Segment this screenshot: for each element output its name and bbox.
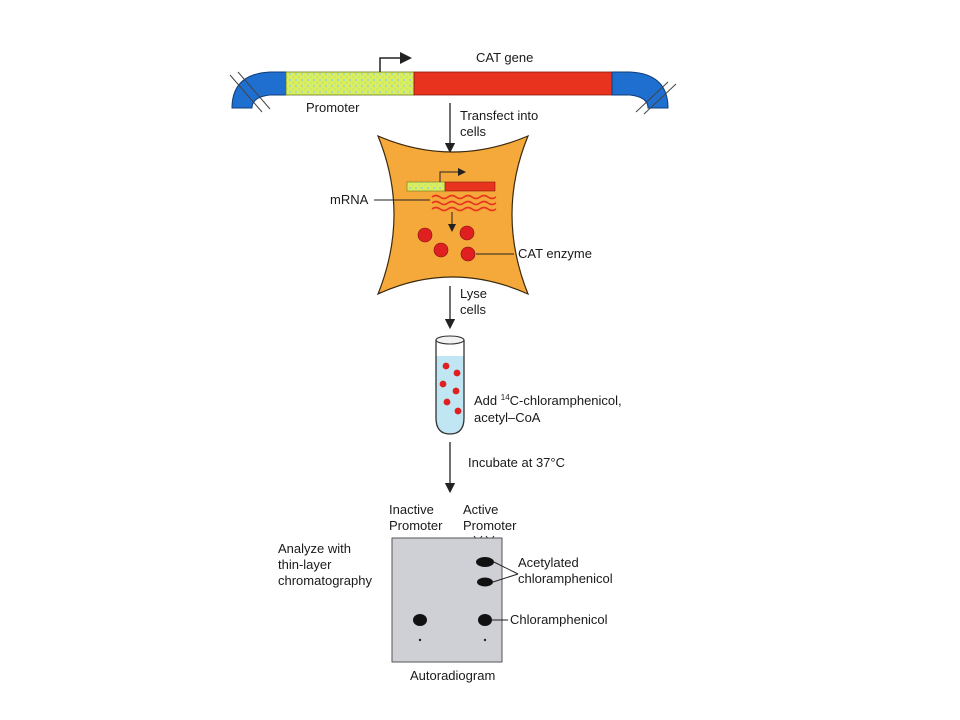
- transfect-label-line1: Transfect into: [460, 108, 538, 123]
- promoter-segment: [285, 71, 415, 96]
- tlc-plate-group: Inactive Promoter Active Promoter Analyz…: [278, 502, 613, 683]
- chloramphenicol-label: Chloramphenicol: [510, 612, 608, 627]
- break-mark-left: [229, 74, 263, 113]
- transfect-label-line2: cells: [460, 124, 487, 139]
- cat-enzyme-dot: [459, 225, 475, 241]
- tube-wall: [435, 340, 465, 435]
- cat-enzyme-dot: [433, 242, 449, 258]
- vector-left-arm: [231, 71, 287, 109]
- inactive-label-line2: Promoter: [389, 518, 443, 533]
- mrna-label: mRNA: [330, 192, 369, 207]
- cell-body: [376, 134, 530, 296]
- inactive-label-line1: Inactive: [389, 502, 434, 517]
- analyze-label-line3: chromatography: [278, 573, 372, 588]
- analyze-label-line2: thin-layer: [278, 557, 332, 572]
- acetylated-label-line1: Acetylated: [518, 555, 579, 570]
- transcription-start-arrow: [379, 52, 412, 72]
- cat-enzyme-dot: [417, 227, 433, 243]
- lyse-label-line2: cells: [460, 302, 487, 317]
- incubate-label: Incubate at 37°C: [468, 455, 565, 470]
- add-substrate-line2: acetyl–CoA: [474, 410, 541, 425]
- cat-gene-segment: [413, 71, 613, 96]
- promoter-label: Promoter: [306, 100, 360, 115]
- add-substrate-line1: Add 14C-chloramphenicol,: [474, 393, 622, 408]
- mrna-wave-2: [431, 200, 497, 206]
- acetylated-spot-2: [477, 577, 493, 587]
- cell-gene-segment: [444, 181, 496, 192]
- tlc-plate: [391, 537, 503, 663]
- acetylated-spot-1: [476, 557, 494, 567]
- cat-gene-label: CAT gene: [476, 50, 533, 65]
- lyse-label-line1: Lyse: [460, 286, 487, 301]
- tube-mouth: [435, 335, 465, 345]
- inactive-chloramphenicol-spot: [413, 614, 427, 626]
- autoradiogram-label: Autoradiogram: [410, 668, 495, 683]
- test-tube: [435, 335, 465, 435]
- origin-dot: [483, 638, 487, 642]
- cat-enzyme-label: CAT enzyme: [518, 246, 592, 261]
- analyze-label-line1: Analyze with: [278, 541, 351, 556]
- origin-dot: [418, 638, 422, 642]
- mrna-wave-3: [431, 206, 497, 212]
- break-mark-right: [635, 81, 669, 113]
- active-label-line1: Active: [463, 502, 498, 517]
- vector-right-arm: [611, 71, 669, 109]
- cell-promoter-segment: [406, 181, 446, 192]
- plasmid-construct: CAT gene Promoter: [229, 50, 677, 115]
- acetylated-leader-1: [493, 561, 519, 575]
- tube-liquid: [436, 356, 464, 434]
- active-chloramphenicol-spot: [478, 614, 492, 626]
- acetylated-label-line2: chloramphenicol: [518, 571, 613, 586]
- mrna-wave-1: [431, 194, 497, 200]
- active-label-line2: Promoter: [463, 518, 517, 533]
- cell: mRNA CAT enzyme: [330, 134, 592, 296]
- cell-transcription-arrow: [439, 168, 466, 182]
- acetylated-leader-2: [492, 573, 519, 583]
- cat-enzyme-dot: [460, 246, 476, 262]
